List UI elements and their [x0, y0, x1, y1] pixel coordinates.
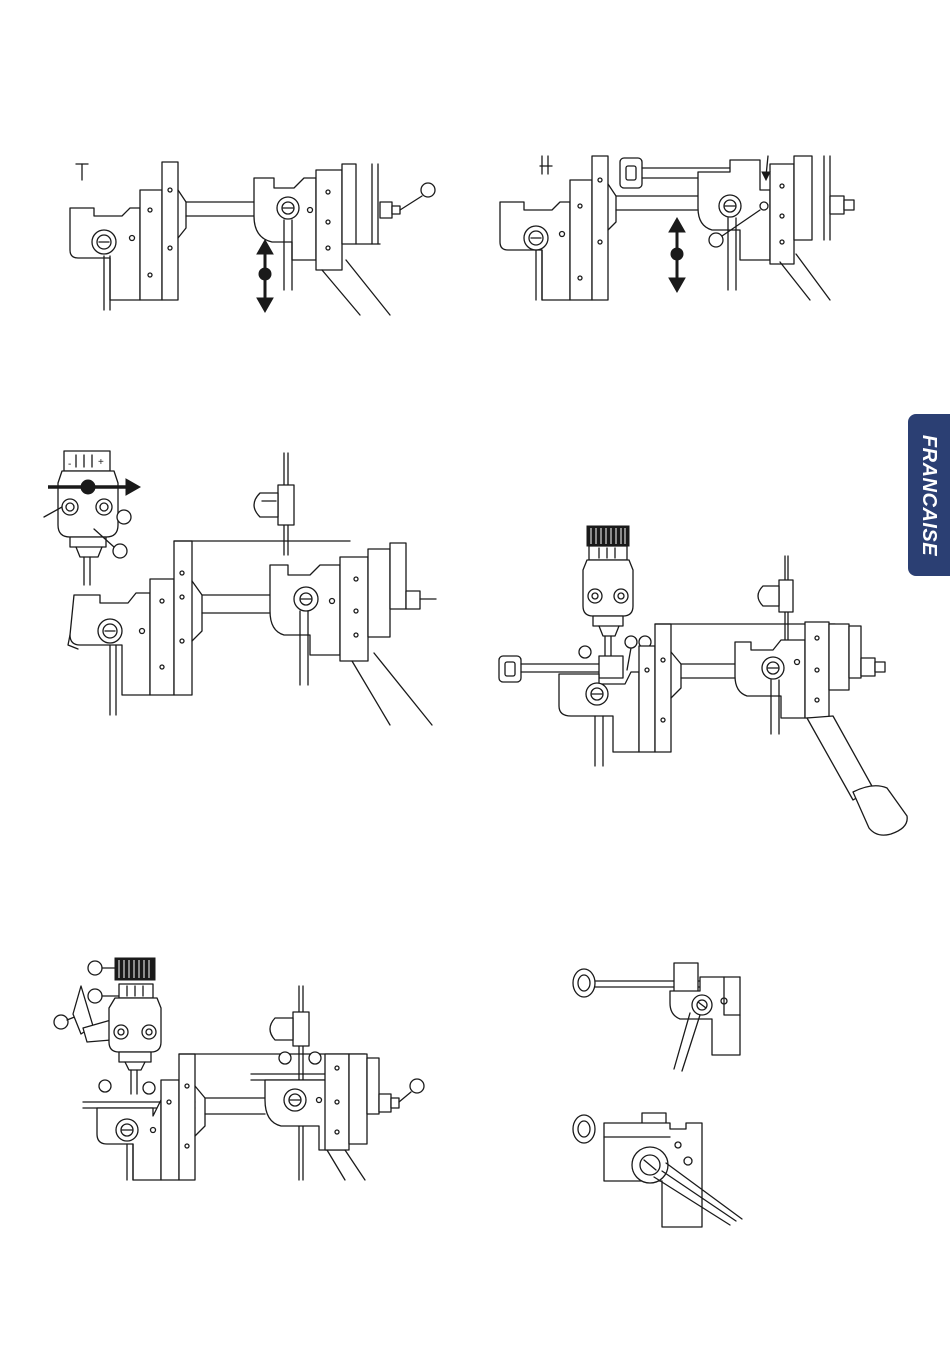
figure-6	[570, 955, 760, 1245]
figure-2	[490, 150, 840, 315]
svg-text:-: -	[68, 459, 71, 470]
language-tab: FRANCAISE	[908, 414, 950, 576]
hex-key-icon	[540, 156, 552, 174]
figure-1-drawing	[60, 150, 410, 315]
figure-2-drawing	[490, 150, 840, 315]
figure-3: - +	[40, 445, 440, 725]
figure-4-drawing	[495, 520, 915, 840]
figure-5-drawing	[45, 950, 435, 1180]
vertical-double-arrow	[669, 218, 685, 292]
figure-5	[45, 950, 435, 1180]
figure-6-drawing	[570, 955, 760, 1245]
hex-key-icon	[76, 164, 88, 180]
figure-4	[495, 520, 915, 840]
vertical-double-arrow	[257, 240, 273, 312]
language-tab-label: FRANCAISE	[918, 434, 941, 555]
figure-3-drawing: - +	[40, 445, 440, 725]
svg-text:+: +	[98, 457, 104, 468]
figure-1	[60, 150, 410, 315]
